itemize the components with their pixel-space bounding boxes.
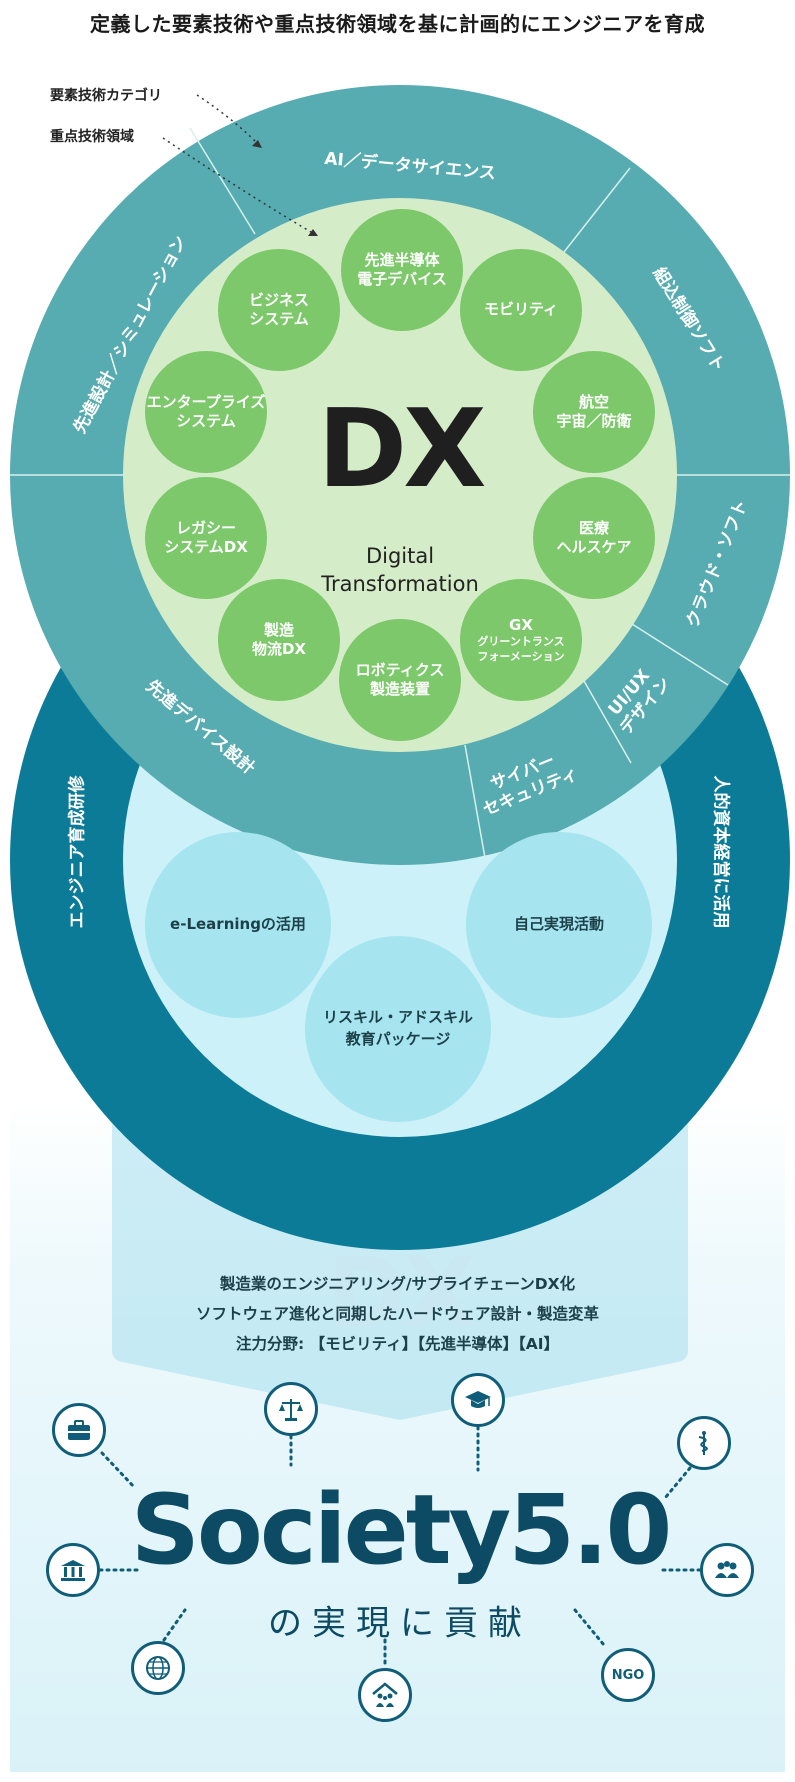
globe-icon: [131, 1641, 185, 1695]
training-reskill-line2: 教育パッケージ: [345, 1030, 451, 1048]
dx-subtitle: Digital Transformation: [321, 542, 479, 599]
note-focus-area: 重点技術領域: [50, 129, 134, 145]
training-elearning: e-Learningの活用: [145, 832, 331, 1018]
focus-robotics-line2: 製造装置: [369, 680, 430, 698]
graduation-cap-icon: [451, 1373, 505, 1427]
dx-subtitle-line2: Transformation: [321, 572, 479, 597]
arrow-watermark: DX: [327, 1237, 477, 1349]
focus-semiconductor-line1: 先進半導体: [364, 250, 440, 269]
focus-gx-line3: フォーメーション: [477, 649, 565, 663]
training-label-left: エンジニア育成研修: [67, 775, 88, 929]
government-icon: [46, 1543, 100, 1597]
focus-healthcare: 医療ヘルスケア: [533, 477, 655, 599]
dx-subtitle-line1: Digital: [365, 544, 435, 568]
focus-semiconductor-line2: 電子デバイス: [357, 270, 447, 288]
leader-lines: [162, 94, 317, 236]
society-subtitle: の実現に貢献: [268, 1603, 532, 1644]
training-reskill: リスキル・アドスキル教育パッケージ: [305, 936, 491, 1122]
focus-legacy: レガシーシステムDX: [145, 477, 267, 599]
training-elearning-label: e-Learningの活用: [170, 915, 306, 934]
focus-business-line1: ビジネス: [248, 290, 309, 309]
training-self-realization-label: 自己実現活動: [513, 915, 604, 934]
focus-healthcare-line2: ヘルスケア: [556, 538, 632, 556]
headline: 定義した要素技術や重点技術領域を基に計画的にエンジニアを育成: [90, 12, 705, 36]
icon-connectors: [98, 1425, 702, 1670]
focus-semiconductor: 先進半導体電子デバイス: [341, 209, 463, 331]
society-line1: 製造業のエンジニアリング/サプライチェーンDX化: [219, 1275, 576, 1293]
focus-business: ビジネスシステム: [218, 249, 340, 371]
dx-title: DX: [317, 387, 487, 512]
focus-logistics-line2: 物流DX: [251, 640, 307, 658]
focus-healthcare-line1: 医療: [578, 518, 609, 537]
focus-aerospace-line1: 航空: [578, 392, 609, 411]
focus-enterprise: エンタープライズシステム: [145, 351, 267, 473]
ngo-icon-label: NGO: [611, 1667, 645, 1683]
training-label-right: 人的資本経営に活用: [710, 775, 731, 929]
focus-mobility: モビリティ: [460, 249, 582, 371]
people-icon: [700, 1543, 754, 1597]
training-reskill-line1: リスキル・アドスキル: [322, 1008, 473, 1027]
focus-mobility-line1: モビリティ: [483, 300, 559, 319]
medical-icon: [677, 1416, 731, 1470]
focus-legacy-line2: システムDX: [164, 538, 248, 556]
note-element-category: 要素技術カテゴリ: [50, 88, 162, 104]
focus-enterprise-line1: エンタープライズ: [146, 392, 266, 411]
focus-aerospace: 航空宇宙／防衛: [533, 351, 655, 473]
focus-enterprise-line2: システム: [176, 412, 236, 430]
briefcase-icon: [52, 1403, 106, 1457]
society-title: Society5.0: [130, 1474, 673, 1586]
focus-logistics: 製造物流DX: [218, 579, 340, 701]
focus-legacy-line1: レガシー: [175, 518, 236, 537]
focus-gx-line1: GX: [509, 615, 533, 634]
community-icon: [358, 1668, 412, 1722]
focus-logistics-line1: 製造: [263, 620, 294, 639]
focus-robotics: ロボティクス製造装置: [339, 619, 461, 741]
scale-icon: [264, 1382, 318, 1436]
focus-gx-line2: グリーントランス: [477, 635, 565, 649]
society-line2: ソフトウェア進化と同期したハードウェア設計・製造変革: [195, 1305, 599, 1323]
focus-robotics-line1: ロボティクス: [355, 660, 445, 679]
ring-dividers: [10, 127, 790, 859]
society-line3: 注力分野: 【モビリティ】【先進半導体】【AI】: [236, 1335, 559, 1353]
focus-aerospace-line2: 宇宙／防衛: [556, 412, 632, 430]
focus-business-line2: システム: [249, 310, 309, 328]
training-self-realization: 自己実現活動: [466, 832, 652, 1018]
ngo-icon: NGO: [601, 1648, 655, 1702]
